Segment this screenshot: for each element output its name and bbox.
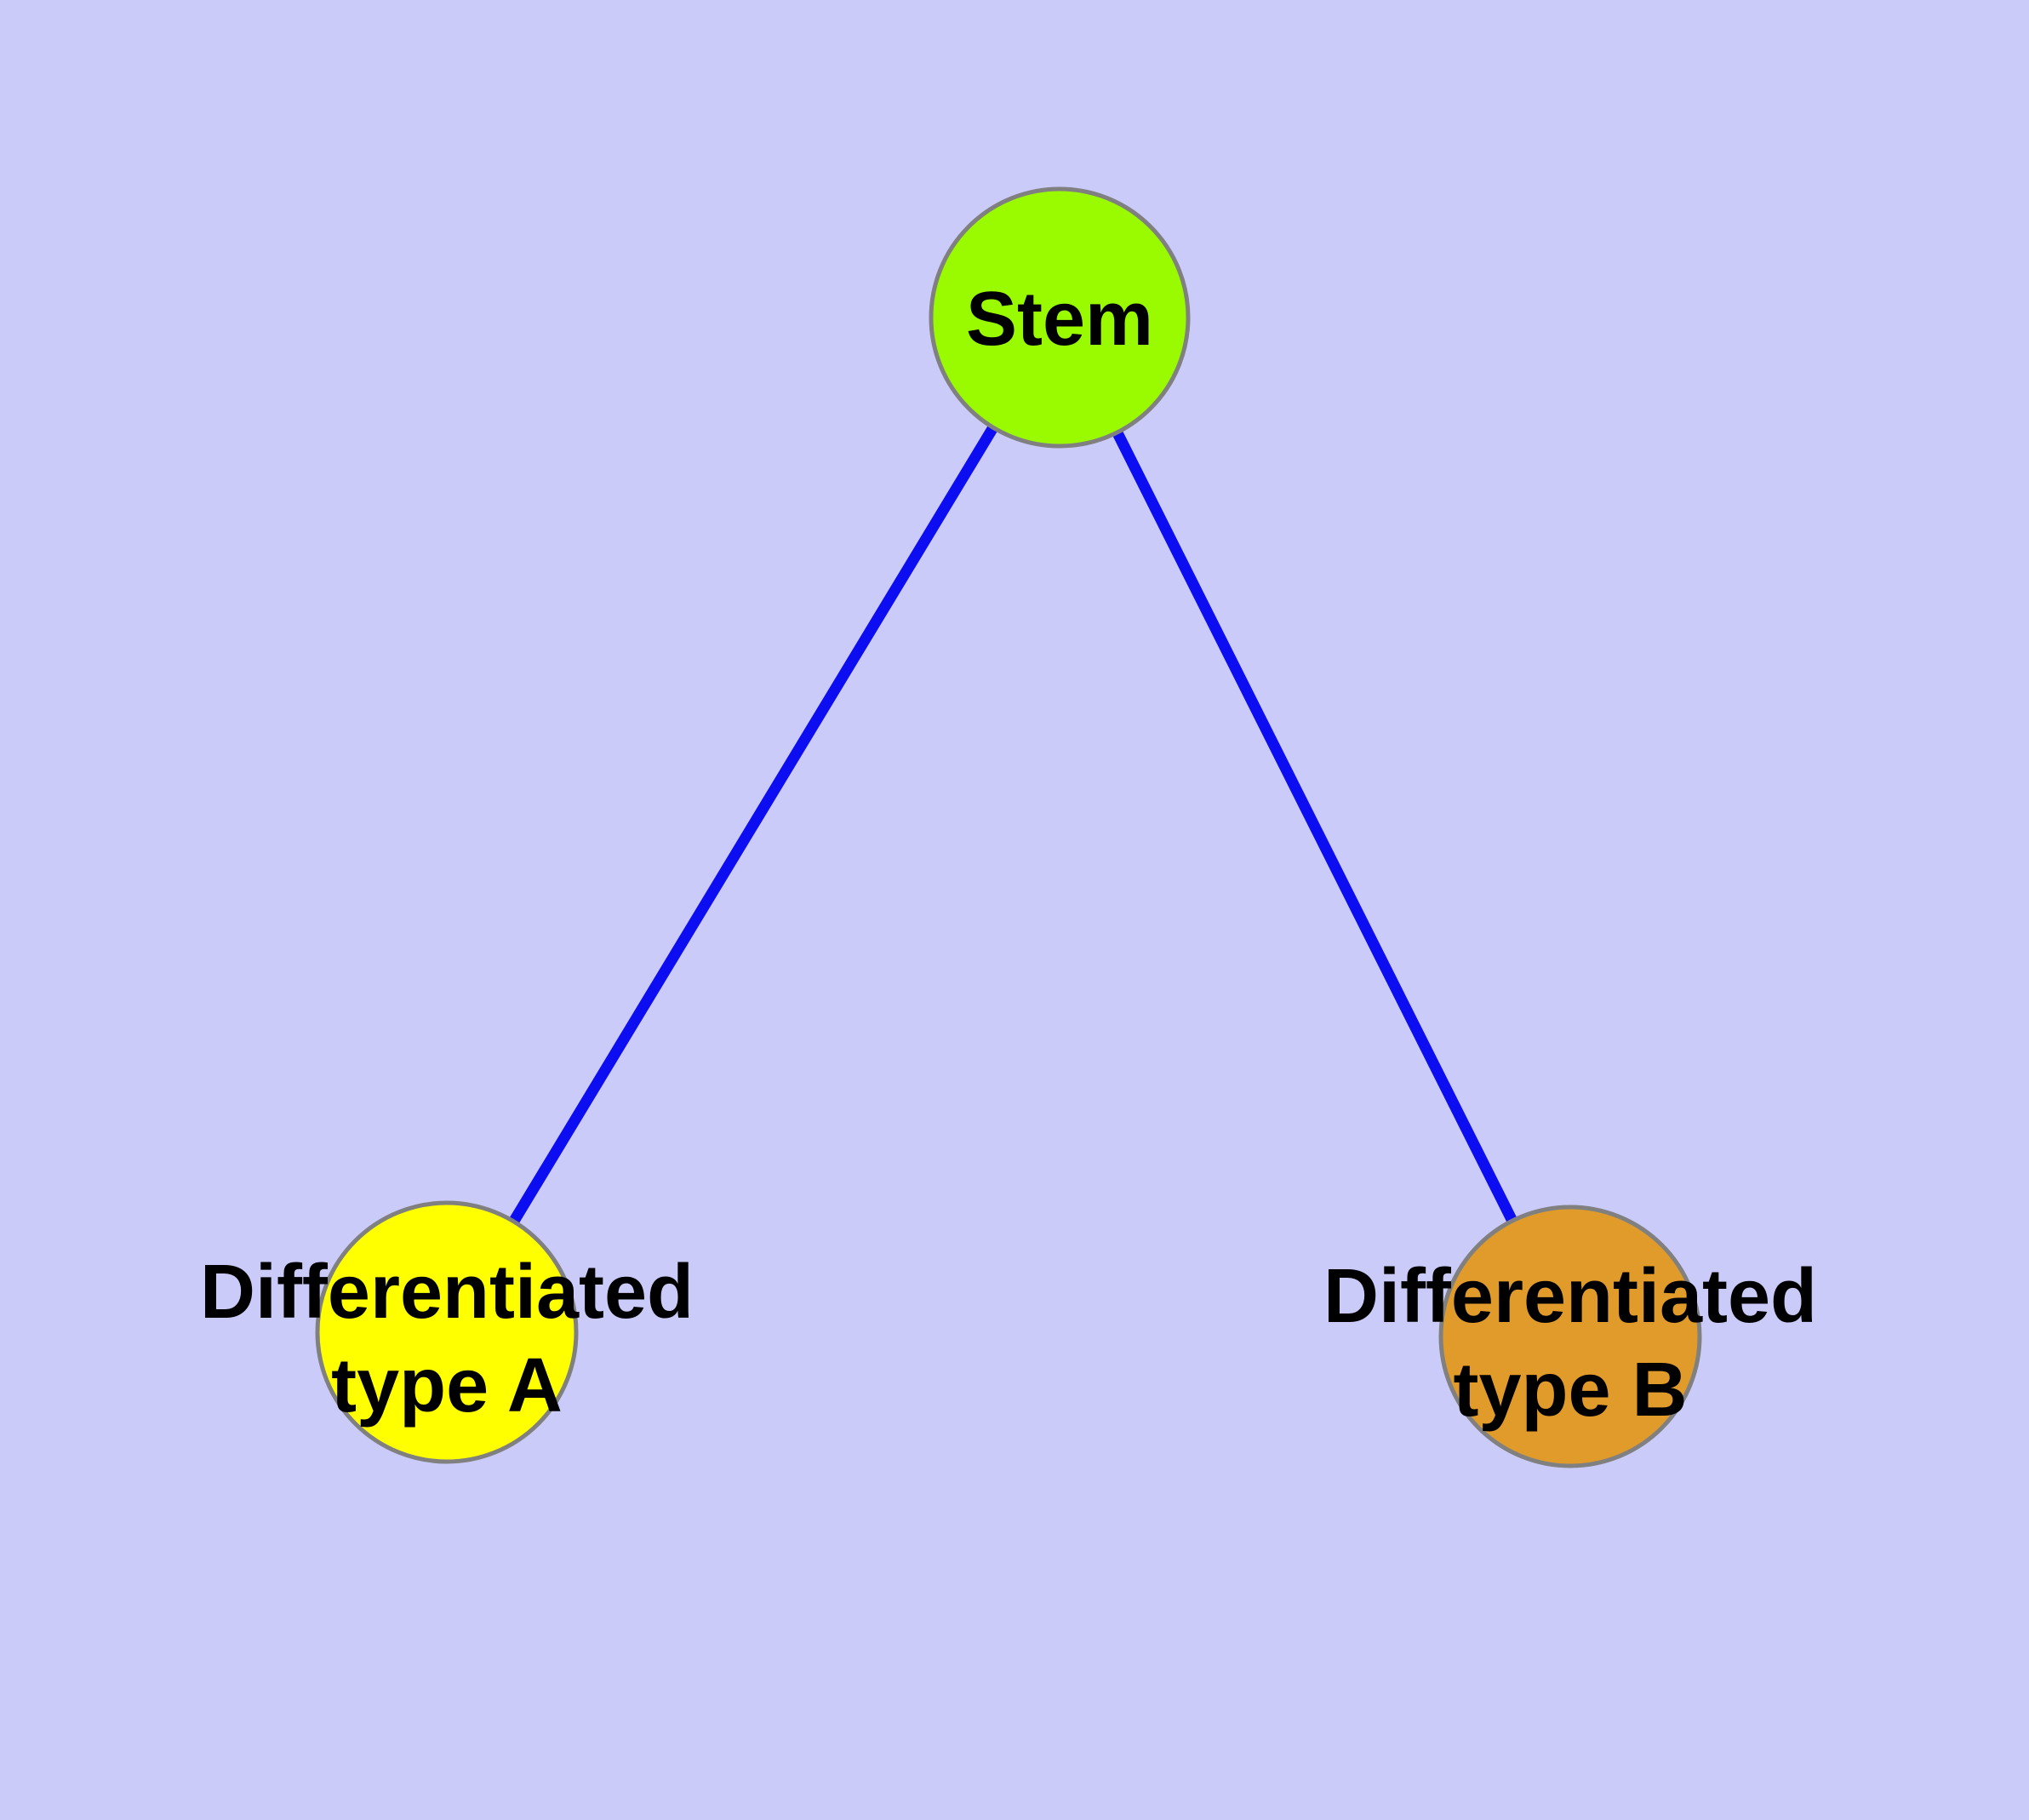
- node-type-a-circle: [315, 1200, 579, 1464]
- node-stem-label: Stem: [966, 277, 1153, 362]
- edge-stem-to-type-a: [442, 314, 1065, 1336]
- edge-stem-to-type-b: [1055, 315, 1575, 1339]
- node-stem: [929, 186, 1191, 449]
- node-type-b-label-line1: Differentiated: [1323, 1254, 1817, 1339]
- node-type-b: [1438, 1205, 1702, 1468]
- edge-layer: [442, 314, 1575, 1339]
- node-type-a-label-line2: type A: [331, 1343, 563, 1428]
- node-type-b-circle: [1438, 1205, 1702, 1468]
- node-type-a-label-line1: Differentiated: [200, 1250, 694, 1335]
- label-layer: Stem Differentiated type A Differentiate…: [200, 277, 1817, 1433]
- node-stem-circle: [929, 186, 1191, 449]
- node-type-b-label-line2: type B: [1453, 1348, 1687, 1433]
- node-type-a: [315, 1200, 579, 1464]
